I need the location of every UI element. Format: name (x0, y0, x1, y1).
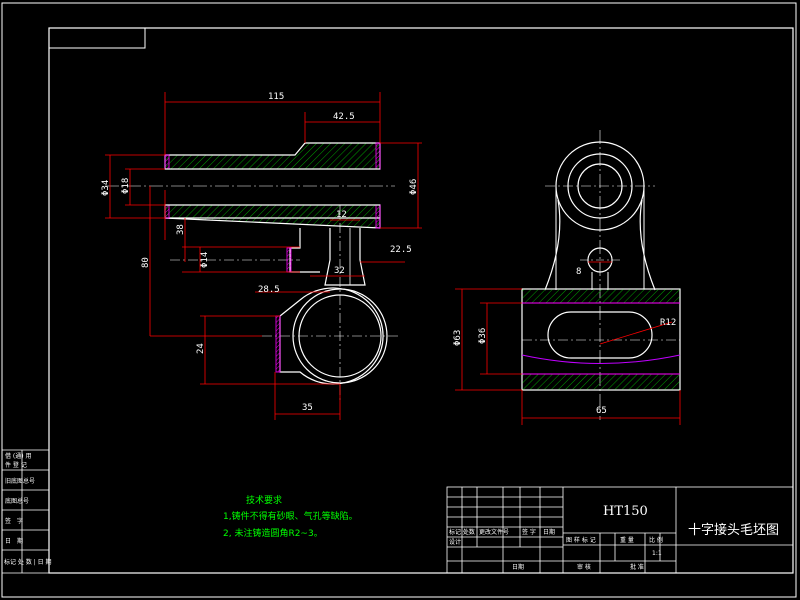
side-row-1a: 借 (通) 用 (5, 452, 32, 460)
tb-date-2: 日期 (512, 563, 524, 571)
left-side-block (2, 449, 49, 574)
tb-scale-value: 1:1 (652, 550, 662, 557)
dim-28-5: 28.5 (258, 285, 280, 295)
side-view: 8 R12 Φ63 Φ36 65 (453, 130, 681, 425)
dim-42-5: 42.5 (333, 112, 355, 122)
side-row-6: 标记 处 数 | 日 期 (4, 558, 52, 566)
material-label: HT150 (603, 504, 648, 519)
dim-35: 35 (302, 403, 313, 413)
tb-change-doc: 更改文件号 (479, 528, 509, 536)
dim-12: 12 (336, 210, 347, 220)
notes-line-2: 2, 未注铸造圆角R2~3。 (223, 527, 323, 539)
dim-phi14: Φ14 (200, 252, 210, 268)
title-block (446, 486, 794, 574)
tb-date: 日期 (543, 528, 555, 536)
tb-mark-label: 标记 处数 (449, 528, 475, 536)
technical-requirements: 技术要求 1,铸件不得有砂眼、气孔等缺陷。 2, 未注铸造圆角R2~3。 (223, 494, 358, 539)
side-row-3: 底图总号 (5, 497, 29, 505)
front-view: 115 42.5 Φ34 Φ18 Φ46 38 12 Φ14 22.5 32 8… (101, 92, 422, 420)
dim-24: 24 (196, 343, 206, 354)
side-row-2: 旧底图总号 (5, 477, 35, 485)
dim-phi18: Φ18 (121, 178, 131, 194)
dim-phi46: Φ46 (409, 179, 419, 195)
notes-heading: 技术要求 (246, 494, 282, 506)
tb-review: 审 核 (577, 563, 591, 571)
dim-r12: R12 (660, 318, 676, 328)
tb-scale: 比 例 (649, 536, 663, 544)
notes-line-1: 1,铸件不得有砂眼、气孔等缺陷。 (223, 510, 358, 522)
dim-22-5: 22.5 (390, 245, 412, 255)
dim-80: 80 (141, 257, 151, 268)
dim-38: 38 (176, 224, 186, 235)
dim-phi63: Φ63 (453, 330, 463, 346)
side-row-4: 签 字 (5, 517, 23, 525)
inner-frame (48, 27, 794, 574)
side-row-5: 日 期 (5, 537, 23, 545)
drawing-title: 十字接头毛坯图 (688, 522, 779, 538)
dim-phi36: Φ36 (478, 328, 488, 344)
dim-115: 115 (268, 92, 284, 102)
side-row-1b: 件 登 记 (5, 461, 27, 469)
tb-design: 设计 (449, 538, 461, 546)
tb-signature: 签 字 (522, 528, 536, 536)
dim-8: 8 (576, 267, 581, 277)
tb-stage-mark: 图 样 标 记 (566, 536, 596, 544)
tb-weight: 重 量 (620, 536, 634, 544)
dim-phi34: Φ34 (101, 180, 111, 196)
tb-approve: 批 准 (630, 563, 644, 571)
drawing-number-box (48, 27, 146, 49)
dim-32: 32 (334, 266, 345, 276)
dim-65: 65 (596, 406, 607, 416)
